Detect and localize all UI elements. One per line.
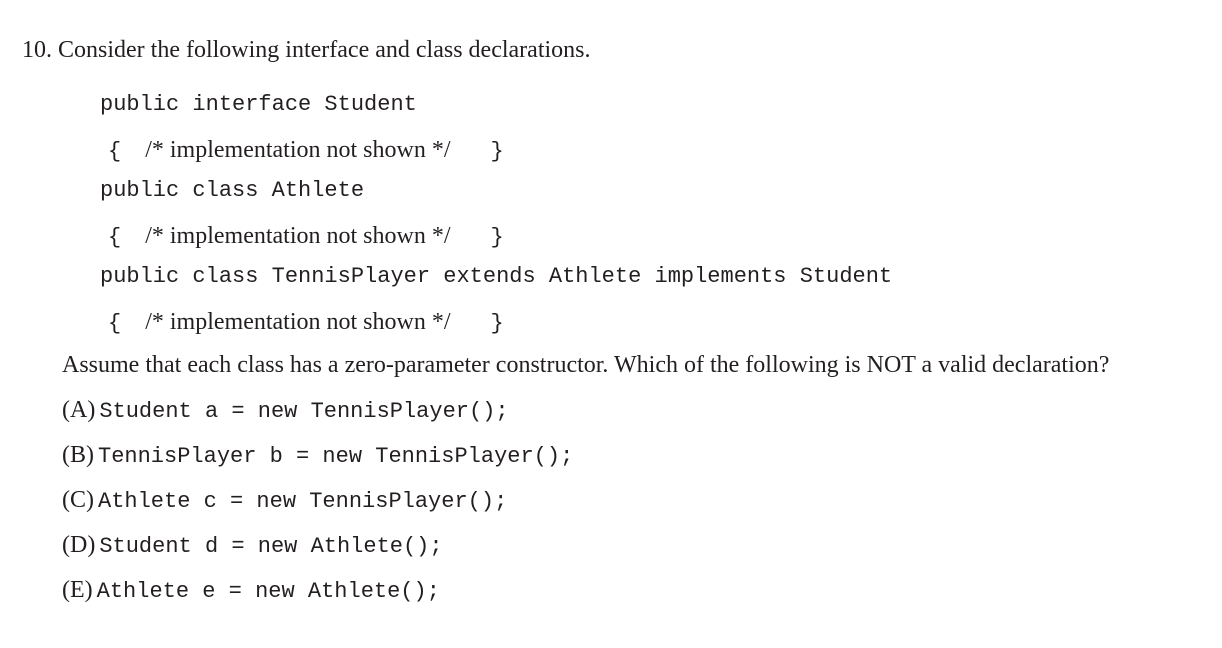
comment: /* implementation not shown */ xyxy=(145,223,451,249)
close-brace: } xyxy=(490,225,504,250)
choice-code: Student d = new Athlete(); xyxy=(99,534,443,559)
declaration-body: { /* implementation not shown */} xyxy=(100,122,504,163)
choice-code: Athlete c = new TennisPlayer(); xyxy=(98,489,508,514)
close-brace: } xyxy=(490,311,504,336)
comment: /* implementation not shown */ xyxy=(145,137,451,163)
declaration-header: public interface Student xyxy=(100,92,417,117)
choice-c[interactable]: (C) Athlete c = new TennisPlayer(); xyxy=(62,488,507,513)
choice-label: (A) xyxy=(62,397,96,423)
open-brace: { xyxy=(108,139,122,164)
choice-code: Athlete e = new Athlete(); xyxy=(96,579,440,604)
choice-label: (E) xyxy=(62,577,93,603)
declaration-header: public class Athlete xyxy=(100,178,365,203)
declaration-header: public class TennisPlayer extends Athlet… xyxy=(100,264,893,289)
choice-a[interactable]: (A) Student a = new TennisPlayer(); xyxy=(62,398,509,423)
question-title: 10. Consider the following interface and… xyxy=(22,37,591,63)
choice-code: TennisPlayer b = new TennisPlayer(); xyxy=(98,444,574,469)
choice-label: (C) xyxy=(62,487,94,513)
choice-d[interactable]: (D) Student d = new Athlete(); xyxy=(62,533,443,558)
choice-code: Student a = new TennisPlayer(); xyxy=(99,399,509,424)
open-brace: { xyxy=(108,225,122,250)
declaration-body: { /* implementation not shown */} xyxy=(100,208,504,249)
choice-label: (D) xyxy=(62,532,96,558)
choice-b[interactable]: (B) TennisPlayer b = new TennisPlayer(); xyxy=(62,443,573,468)
question-prompt: Assume that each class has a zero-parame… xyxy=(62,352,1110,378)
choice-e[interactable]: (E) Athlete e = new Athlete(); xyxy=(62,578,440,603)
close-brace: } xyxy=(490,139,504,164)
comment: /* implementation not shown */ xyxy=(145,309,451,335)
open-brace: { xyxy=(108,311,122,336)
choice-label: (B) xyxy=(62,442,94,468)
declaration-body: { /* implementation not shown */} xyxy=(100,294,504,335)
